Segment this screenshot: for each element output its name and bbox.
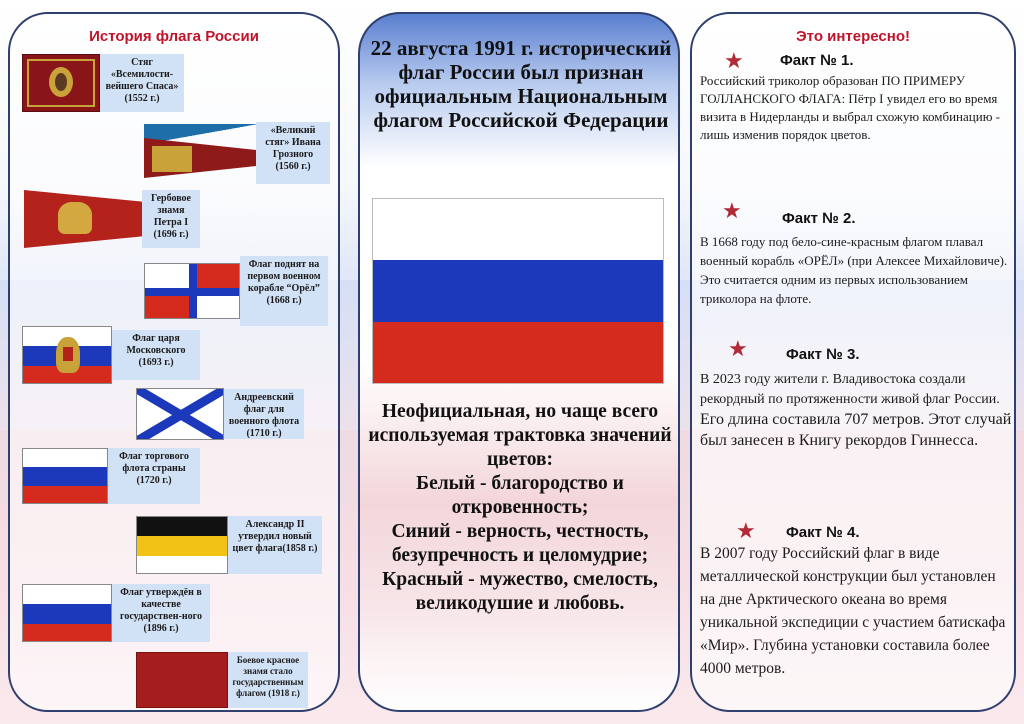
star-icon: ★: [736, 518, 756, 543]
spas-banner-icon: [22, 54, 100, 112]
fact-heading: Факт № 1.: [780, 52, 854, 69]
fact-text: В 2007 году Российский флаг в виде метал…: [700, 545, 1006, 677]
history-item-1560: «Великий стяг» Ивана Грозного (1560 г.): [144, 122, 330, 184]
history-item-1668: Флаг поднят на первом военном корабле “О…: [144, 256, 328, 326]
fact-text-part: В 2023 году жители г. Владивостока созда…: [700, 372, 1000, 407]
history-caption: Флаг утверждён в качестве государствен-н…: [112, 584, 210, 642]
state-flag-icon: [22, 584, 112, 642]
history-caption: Боевое красное знамя стало государственн…: [228, 652, 308, 708]
fact-heading: Факт № 4.: [786, 524, 860, 541]
colors-meaning: Неофициальная, но чаще всего используема…: [364, 400, 676, 616]
flag-day-panel: 22 августа 1991 г. исторический флаг Рос…: [358, 12, 680, 712]
peter-banner-icon: [24, 190, 142, 248]
fact-text-part: Его длина составила 707 метров. Этот слу…: [700, 411, 1012, 449]
andreevsky-flag-icon: [136, 388, 224, 440]
history-item-1693: Флаг царя Московского (1693 г.): [22, 326, 200, 384]
history-panel: История флага России Стяг «Всемилости-ве…: [8, 12, 340, 712]
fact-text: В 1668 году под бело-сине-красным флагом…: [700, 234, 1008, 306]
history-item-1858: Александр II утвердил новый цвет флага(1…: [136, 516, 322, 574]
white-meaning: Белый - благородство и откровенность;: [416, 473, 624, 518]
history-item-1696: Гербовое знамя Петра I (1696 г.): [24, 190, 200, 248]
merchant-flag-icon: [22, 448, 108, 504]
blue-meaning: Синий - верность, честность, безупречнос…: [391, 521, 649, 566]
history-caption: Александр II утвердил новый цвет флага(1…: [228, 516, 322, 574]
red-banner-icon: [136, 652, 228, 708]
facts-panel: Это интересно! ★ Факт № 1. Российский тр…: [690, 12, 1016, 712]
history-item-1720: Флаг торгового флота страны (1720 г.): [22, 448, 200, 504]
history-caption: Флаг торгового флота страны (1720 г.): [108, 448, 200, 504]
history-item-1552: Стяг «Всемилости-вейшего Спаса» (1552 г.…: [22, 54, 184, 112]
star-icon: ★: [724, 48, 744, 73]
history-item-1710: Андреевский флаг для военного флота (171…: [136, 388, 304, 440]
fact-text: Российский триколор образован ПО ПРИМЕРУ…: [700, 73, 1000, 142]
tsar-flag-icon: [22, 326, 112, 384]
russian-flag-icon: [372, 198, 664, 384]
fact-heading: Факт № 2.: [782, 210, 856, 227]
orel-flag-icon: [144, 263, 240, 319]
history-title: История флага России: [89, 28, 259, 45]
fact-text: В 2023 году жители г. Владивостока созда…: [700, 370, 1012, 452]
history-item-1896: Флаг утверждён в качестве государствен-н…: [22, 584, 210, 642]
history-caption: Андреевский флаг для военного флота (171…: [224, 389, 304, 439]
history-caption: «Великий стяг» Ивана Грозного (1560 г.): [256, 122, 330, 184]
history-caption: Флаг царя Московского (1693 г.): [112, 330, 200, 380]
ivan-banner-icon: [144, 124, 256, 182]
facts-title: Это интересно!: [796, 28, 910, 45]
history-item-1918: Боевое красное знамя стало государственн…: [136, 652, 308, 708]
star-icon: ★: [728, 336, 748, 361]
history-caption: Флаг поднят на первом военном корабле “О…: [240, 256, 328, 326]
star-icon: ★: [722, 198, 742, 223]
imperial-flag-icon: [136, 516, 228, 574]
flag-day-title: 22 августа 1991 г. исторический флаг Рос…: [370, 36, 672, 132]
colors-intro: Неофициальная, но чаще всего используема…: [368, 401, 672, 470]
fact-heading: Факт № 3.: [786, 346, 860, 363]
history-caption: Стяг «Всемилости-вейшего Спаса» (1552 г.…: [100, 54, 184, 112]
history-caption: Гербовое знамя Петра I (1696 г.): [142, 190, 200, 248]
red-meaning: Красный - мужество, смелость, великодуши…: [382, 569, 658, 614]
